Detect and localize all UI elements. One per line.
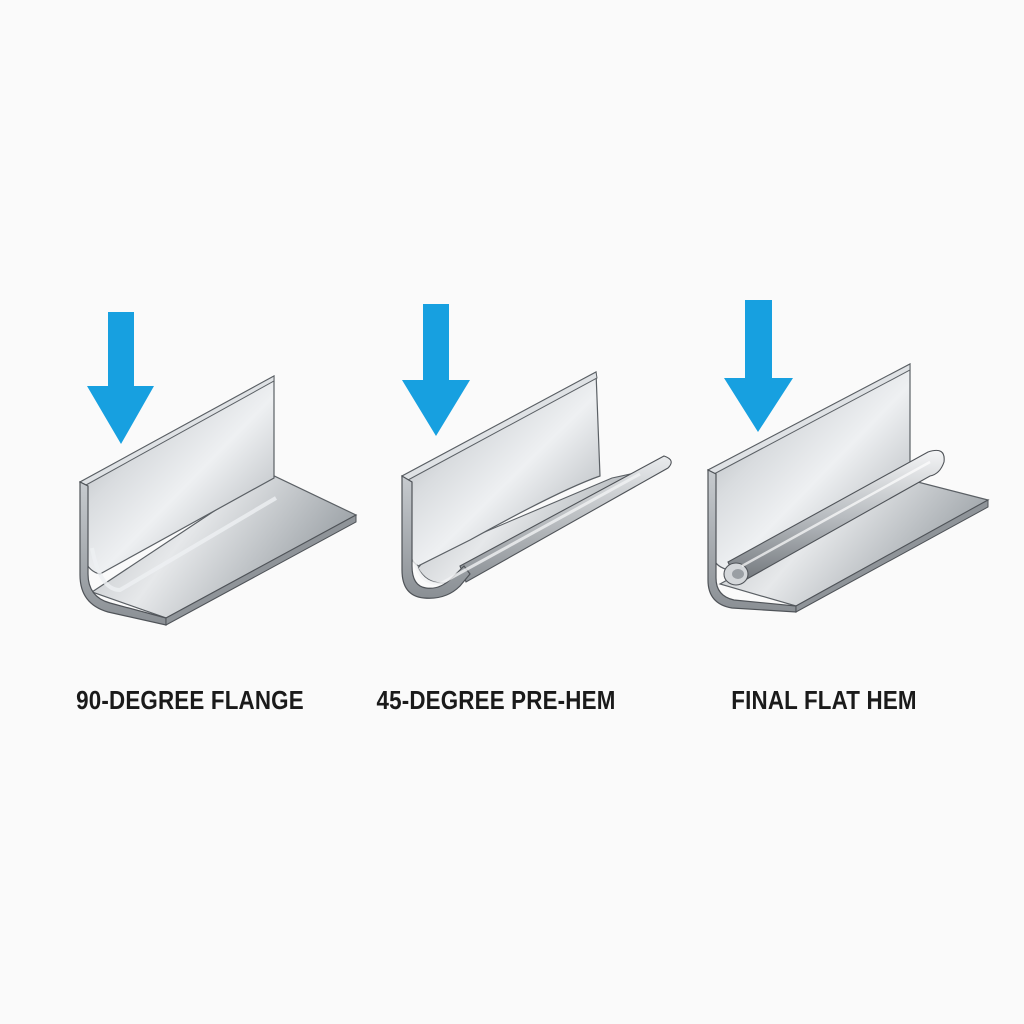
down-arrow-icon [724,300,793,432]
flat-hem-icon [707,363,990,613]
down-arrow-icon [87,312,154,444]
pre-hem-45-icon [401,371,672,599]
step-2-group [401,304,672,599]
down-arrow-icon [402,304,470,436]
step-3-label: FINAL FLAT HEM [731,685,917,715]
step-2-label: 45-DEGREE PRE-HEM [376,685,616,715]
flange-90-icon [78,374,358,626]
step-3-group [707,300,990,613]
step-1-group [78,312,358,626]
step-1-label: 90-DEGREE FLANGE [76,685,304,715]
